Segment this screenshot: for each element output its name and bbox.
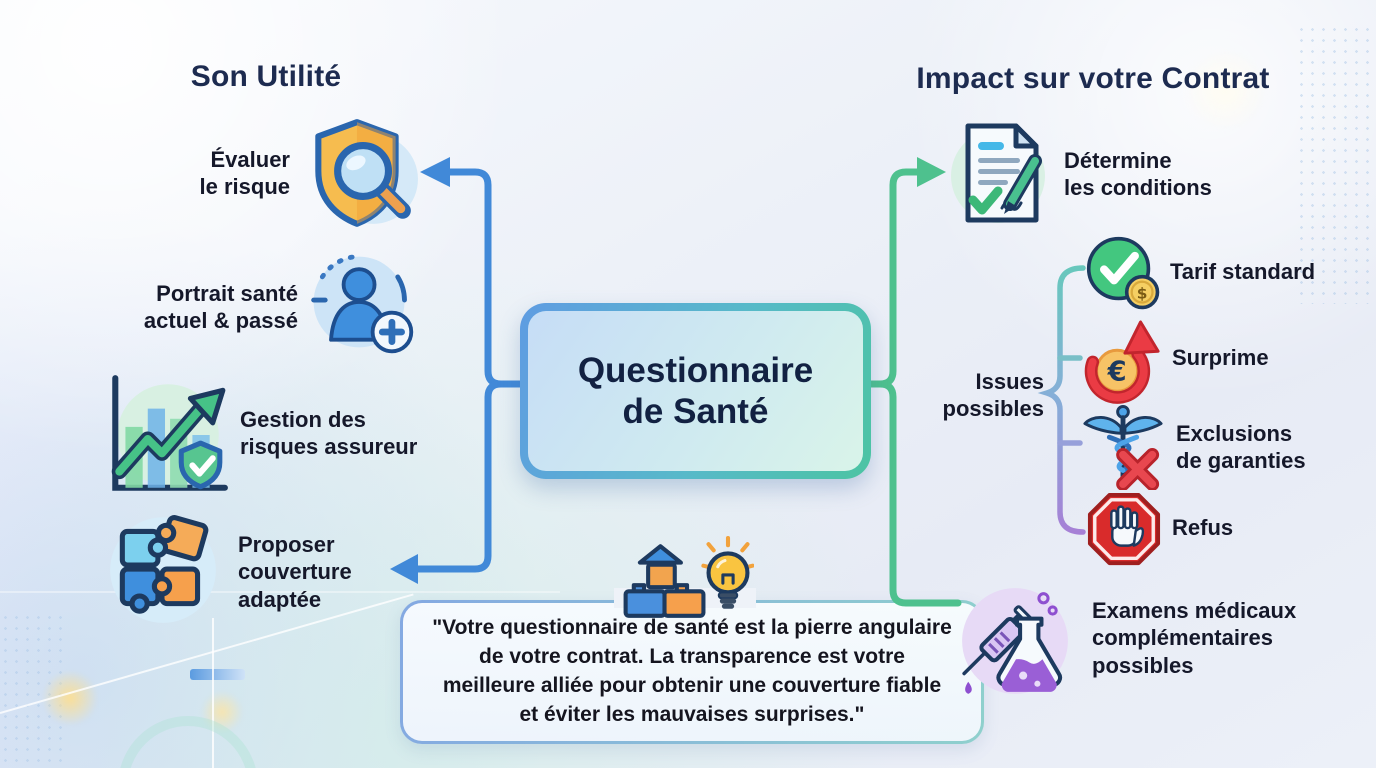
right-item-label: Tarif standard [1170,259,1316,284]
syringe-flask-icon [962,588,1068,694]
line-decoration [212,618,214,768]
left-section-heading: Son Utilité [190,60,342,93]
stop-hand-icon [1087,493,1161,566]
left-item-label: Proposer couverture adaptée [238,532,352,612]
check-coin-icon: $ [1086,236,1160,310]
caduceus-excluded-icon [1083,405,1163,490]
puzzle-pieces-icon [110,515,216,623]
central-topic-title: Questionnaire de Santé [577,350,814,431]
issues-label: Issues possibles [942,369,1044,422]
issues-brace [1037,265,1086,535]
arrow-left-top-icon [420,157,450,187]
right-item-label: Refus [1172,515,1234,540]
dollar-glyph: $ [1137,284,1148,302]
glow-decoration [1180,50,1270,130]
exams-label: Examens médicaux complémentaires possibl… [1092,598,1297,678]
right-item-label: Exclusions de garanties [1176,421,1306,474]
blocks-lightbulb-icon [623,536,754,618]
quote-text: "Votre questionnaire de santé est la pie… [432,616,952,726]
growth-chart-shield-icon [111,375,228,491]
shield-magnifier-icon [315,119,418,227]
document-pen-icon [951,123,1045,223]
dot-grid-decoration [1296,24,1376,304]
central-topic-box: Questionnaire de Santé [520,303,871,479]
euro-glyph: € [1107,357,1127,388]
right-section-heading: Impact sur votre Contrat [916,62,1270,95]
euro-increase-icon: € [1084,320,1160,404]
right-item-label: Surprime [1172,345,1269,370]
person-health-icon [311,254,414,354]
left-item-label: Évaluer le risque [199,147,290,200]
left-item-label: Gestion des risques assureur [240,407,418,460]
right-item-label: Détermine les conditions [1064,148,1212,201]
line-decoration [0,591,560,593]
quote-box: "Votre questionnaire de santé est la pie… [400,600,984,744]
bar-decoration [190,669,245,680]
left-item-label: Portrait santé actuel & passé [143,281,298,334]
